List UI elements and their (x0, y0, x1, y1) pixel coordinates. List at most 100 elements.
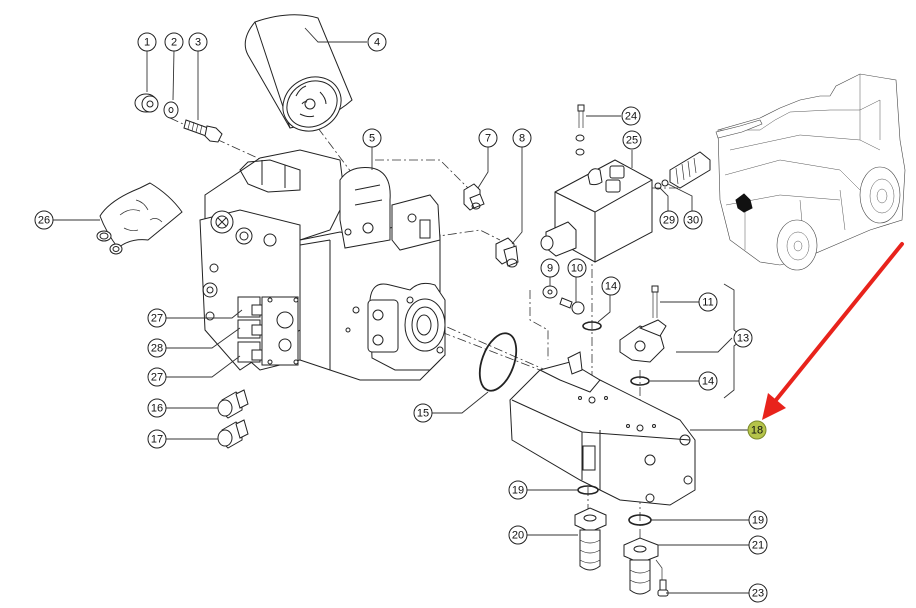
callout-circle (748, 583, 768, 603)
callout-2[interactable]: 2 (164, 32, 184, 52)
callout-9[interactable]: 9 (540, 258, 560, 278)
callout-number: 27 (151, 313, 163, 325)
part-10-screw (559, 297, 585, 315)
callout-15[interactable]: 15 (413, 403, 433, 423)
callout-circle (508, 525, 528, 545)
callout-24[interactable]: 24 (621, 106, 641, 126)
callout-16[interactable]: 16 (147, 398, 167, 418)
callout-circle (147, 398, 167, 418)
callout-number: 27 (151, 372, 163, 384)
callout-circle (164, 32, 184, 52)
callout-17[interactable]: 17 (147, 429, 167, 449)
part-8-fitting (495, 237, 519, 268)
callout-number: 5 (369, 133, 375, 145)
callout-number: 10 (571, 263, 583, 275)
callout-circle (698, 371, 718, 391)
callout-circle (137, 32, 157, 52)
callout-14[interactable]: 14 (601, 276, 621, 296)
callout-number: 21 (752, 540, 764, 552)
callout-number: 3 (195, 37, 201, 49)
callout-number: 14 (605, 281, 617, 293)
callout-number: 23 (752, 588, 764, 600)
callout-20[interactable]: 20 (508, 525, 528, 545)
part-24-screw (575, 104, 585, 156)
callout-circle (748, 510, 768, 530)
callout-circle (540, 258, 560, 278)
callout-circle (147, 367, 167, 387)
part-26-seal-kit (96, 182, 183, 255)
callout-number: 28 (151, 343, 163, 355)
callout-circle (683, 210, 703, 230)
part-14-o-ring-bottom (630, 376, 650, 386)
part-15-o-ring (478, 332, 518, 392)
callout-number: 8 (519, 133, 525, 145)
callout-circle (512, 128, 532, 148)
part-16-fitting (217, 389, 249, 419)
callout-number: 25 (626, 135, 638, 147)
callout-circle (698, 292, 718, 312)
leader-lines (52, 27, 750, 594)
callout-14[interactable]: 14 (698, 371, 718, 391)
callout-number: 30 (687, 215, 699, 227)
part-14-o-ring-top (582, 321, 602, 331)
callout-18-highlighted[interactable]: 18 (747, 420, 767, 440)
callout-19[interactable]: 19 (508, 480, 528, 500)
part-20-hose-fitting (574, 507, 607, 571)
callout-11[interactable]: 11 (698, 292, 718, 312)
part-29-30-plug (654, 151, 711, 190)
callout-27[interactable]: 27 (147, 308, 167, 328)
callout-number: 9 (547, 263, 553, 275)
callout-23[interactable]: 23 (748, 583, 768, 603)
callout-number: 18 (751, 425, 763, 437)
callout-3[interactable]: 3 (188, 32, 208, 52)
callout-19[interactable]: 19 (748, 510, 768, 530)
callout-number: 1 (144, 37, 150, 49)
callout-1[interactable]: 1 (137, 32, 157, 52)
callout-circle (413, 403, 433, 423)
callout-29[interactable]: 29 (659, 210, 679, 230)
part-3-bolt (183, 119, 223, 143)
part-23-screw (655, 559, 669, 597)
callout-13[interactable]: 13 (733, 328, 753, 348)
callout-10[interactable]: 10 (567, 258, 587, 278)
machine-overview-illustration (715, 73, 906, 271)
callout-number: 7 (485, 133, 491, 145)
callout-8[interactable]: 8 (512, 128, 532, 148)
callout-5[interactable]: 5 (362, 128, 382, 148)
callout-circle (147, 338, 167, 358)
callout-circle (567, 258, 587, 278)
callout-number: 2 (171, 37, 177, 49)
callout-circle (747, 420, 767, 440)
callout-circle (659, 210, 679, 230)
callout-21[interactable]: 21 (748, 535, 768, 555)
callout-7[interactable]: 7 (478, 128, 498, 148)
callout-4[interactable]: 4 (367, 32, 387, 52)
callout-27[interactable]: 27 (147, 367, 167, 387)
callout-circle (601, 276, 621, 296)
part-2-washer (163, 101, 179, 119)
callout-circle (748, 535, 768, 555)
callout-26[interactable]: 26 (34, 210, 54, 230)
part-25-valve-block (540, 159, 653, 263)
callout-circle (621, 106, 641, 126)
part-11-screw (651, 285, 659, 318)
callout-circle (362, 128, 382, 148)
part-21-hose-fitting (623, 537, 659, 595)
callout-circle (188, 32, 208, 52)
callout-number: 11 (702, 297, 713, 309)
part-1-washer (134, 93, 159, 113)
callout-circle (508, 480, 528, 500)
callout-number: 13 (737, 333, 749, 345)
callout-30[interactable]: 30 (683, 210, 703, 230)
part-9-washer (542, 285, 558, 299)
callout-circle (733, 328, 753, 348)
part-17-fitting (217, 419, 249, 449)
callout-25[interactable]: 25 (622, 130, 642, 150)
callout-circle (478, 128, 498, 148)
callout-28[interactable]: 28 (147, 338, 167, 358)
part-13-flange (619, 319, 667, 363)
callout-number: 14 (702, 376, 714, 388)
callout-number: 29 (663, 215, 675, 227)
callout-circle (147, 308, 167, 328)
